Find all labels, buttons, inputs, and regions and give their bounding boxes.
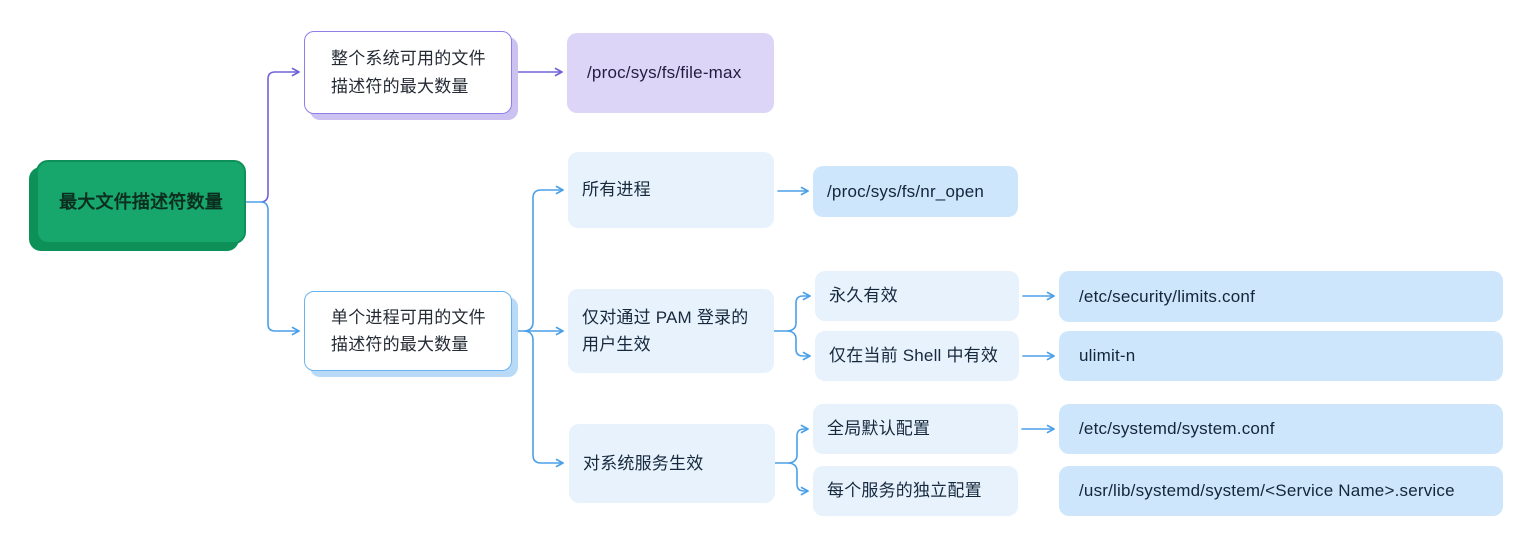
node-label: /etc/security/limits.conf xyxy=(1079,286,1255,306)
node-label: /proc/sys/fs/file-max xyxy=(587,63,742,83)
node-label: 永久有效 xyxy=(829,286,898,306)
node-global-default-config[interactable]: 全局默认配置 xyxy=(813,404,1018,454)
node-label: 最大文件描述符数量 xyxy=(59,191,223,212)
node-root[interactable]: 最大文件描述符数量 xyxy=(36,160,246,244)
node-pam-login-users[interactable]: 仅对通过 PAM 登录的用户生效 xyxy=(568,289,774,373)
node-label: 单个进程可用的文件描述符的最大数量 xyxy=(331,307,486,354)
node-label: 仅对通过 PAM 登录的用户生效 xyxy=(582,307,749,354)
node-permanent[interactable]: 永久有效 xyxy=(815,271,1019,321)
node-system-wide-max[interactable]: 整个系统可用的文件描述符的最大数量 xyxy=(304,31,512,114)
node-service-unit-path[interactable]: /usr/lib/systemd/system/<Service Name>.s… xyxy=(1059,466,1503,516)
node-system-conf-path[interactable]: /etc/systemd/system.conf xyxy=(1059,404,1503,454)
node-label: 整个系统可用的文件描述符的最大数量 xyxy=(331,49,486,96)
node-label: 每个服务的独立配置 xyxy=(827,481,982,501)
node-ulimit-command[interactable]: ulimit-n xyxy=(1059,331,1503,381)
node-label: 全局默认配置 xyxy=(827,419,931,439)
node-current-shell-only[interactable]: 仅在当前 Shell 中有效 xyxy=(815,331,1019,381)
node-label: 所有进程 xyxy=(582,180,651,200)
node-nr-open-path[interactable]: /proc/sys/fs/nr_open xyxy=(813,166,1018,217)
node-label: /etc/systemd/system.conf xyxy=(1079,419,1275,439)
node-limits-conf-path[interactable]: /etc/security/limits.conf xyxy=(1059,271,1503,322)
node-label: /proc/sys/fs/nr_open xyxy=(827,181,985,201)
branch-lines-blue xyxy=(245,185,1055,496)
node-file-max-path[interactable]: /proc/sys/fs/file-max xyxy=(567,33,774,113)
node-label: 对系统服务生效 xyxy=(583,453,704,473)
node-label: 仅在当前 Shell 中有效 xyxy=(829,346,999,366)
node-per-process-max[interactable]: 单个进程可用的文件描述符的最大数量 xyxy=(304,291,512,371)
node-per-service-config[interactable]: 每个服务的独立配置 xyxy=(813,466,1018,516)
node-system-services[interactable]: 对系统服务生效 xyxy=(569,424,775,503)
branch-lines-purple xyxy=(261,67,563,203)
node-label: /usr/lib/systemd/system/<Service Name>.s… xyxy=(1079,481,1455,501)
node-all-processes[interactable]: 所有进程 xyxy=(568,152,774,228)
node-label: ulimit-n xyxy=(1079,346,1136,366)
